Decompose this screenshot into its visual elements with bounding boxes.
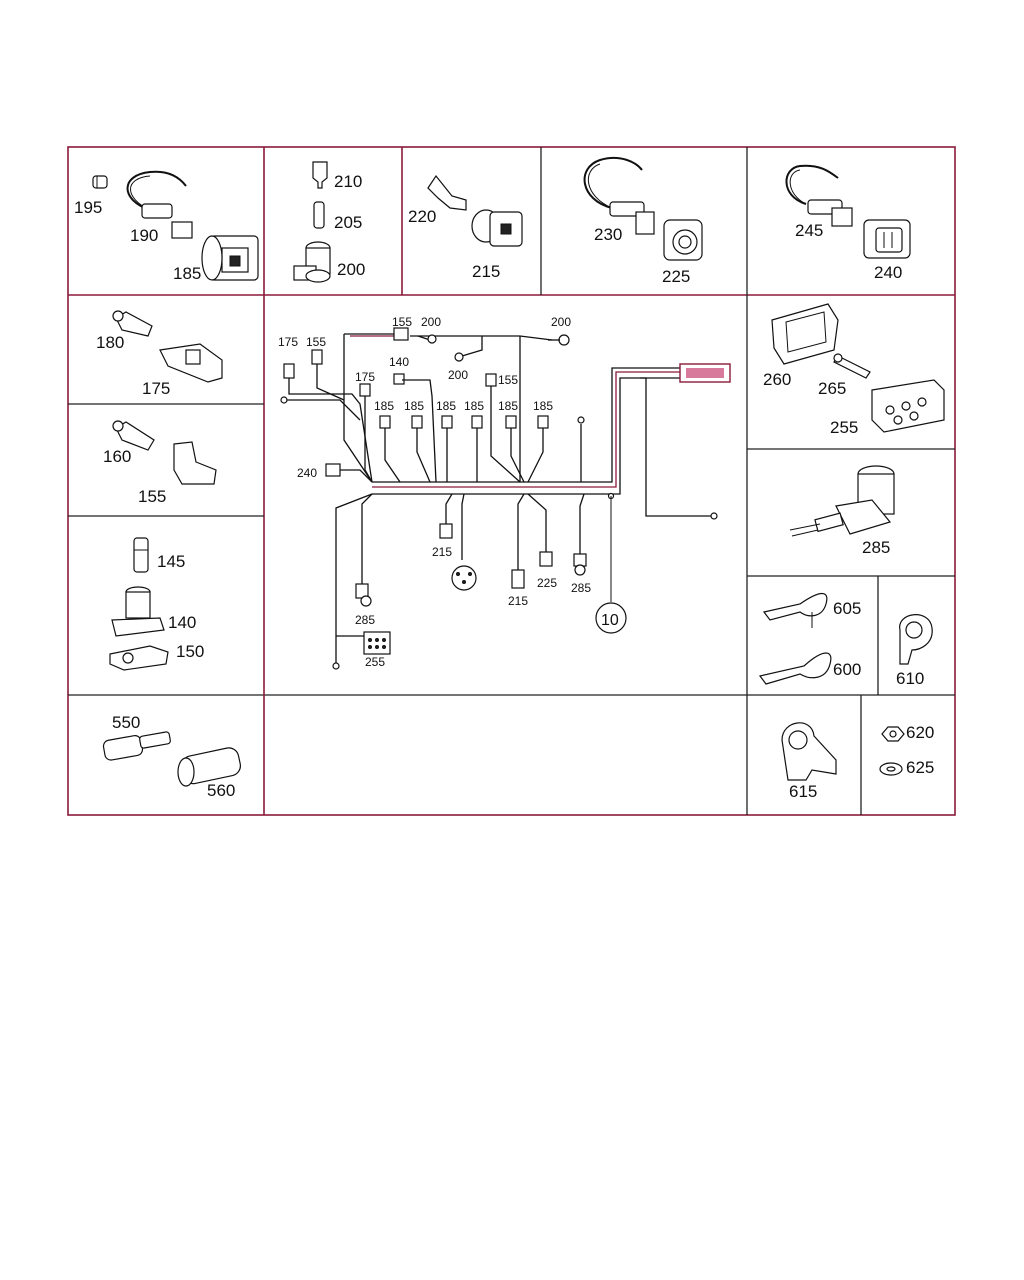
part-230-icon (583, 156, 655, 235)
part-625-icon (879, 762, 903, 776)
harness-label-185-1: 185 (374, 399, 394, 413)
label-195: 195 (74, 198, 102, 217)
diagram-frame (67, 146, 956, 816)
harness-label-215-a: 215 (432, 545, 452, 559)
harness-label-200-mid: 200 (448, 368, 468, 382)
part-245-icon (785, 164, 853, 227)
part-600-icon (758, 652, 832, 685)
harness-label-185-4: 185 (464, 399, 484, 413)
harness-label-185-5: 185 (498, 399, 518, 413)
label-255: 255 (830, 418, 858, 437)
part-225-icon (663, 219, 703, 261)
part-155-icon (173, 441, 217, 485)
part-220-icon (427, 174, 467, 211)
label-140: 140 (168, 613, 196, 632)
label-220: 220 (408, 207, 436, 226)
label-550: 550 (112, 713, 140, 732)
part-620-icon (881, 726, 905, 742)
label-245: 245 (795, 221, 823, 240)
harness-labels: 175 155 155 200 200 200 140 175 155 185 … (278, 315, 619, 669)
part-145-icon (133, 537, 149, 573)
label-175: 175 (142, 379, 170, 398)
harness-label-175-mid: 175 (355, 370, 375, 384)
harness-label-200-right: 200 (551, 315, 571, 329)
label-160: 160 (103, 447, 131, 466)
label-265: 265 (818, 379, 846, 398)
harness-label-175: 175 (278, 335, 298, 349)
harness-label-185-2: 185 (404, 399, 424, 413)
label-155: 155 (138, 487, 166, 506)
label-605: 605 (833, 599, 861, 618)
harness-label-185-6: 185 (533, 399, 553, 413)
part-210-icon (312, 161, 328, 189)
part-265-icon (833, 353, 871, 379)
label-600: 600 (833, 660, 861, 679)
wiring-harness (280, 327, 731, 670)
part-190-icon (126, 170, 193, 239)
label-190: 190 (130, 226, 158, 245)
harness-label-140: 140 (389, 355, 409, 369)
part-180-icon (112, 310, 153, 337)
label-185: 185 (173, 264, 201, 283)
label-230: 230 (594, 225, 622, 244)
label-285: 285 (862, 538, 890, 557)
part-200-icon (293, 241, 331, 283)
part-615-icon (781, 722, 837, 781)
part-560-icon (177, 747, 241, 787)
part-255-icon (871, 379, 945, 433)
label-180: 180 (96, 333, 124, 352)
harness-label-285-left: 285 (355, 613, 375, 627)
label-620: 620 (906, 723, 934, 742)
part-215-icon (471, 209, 523, 247)
label-145: 145 (157, 552, 185, 571)
label-615: 615 (789, 782, 817, 801)
label-260: 260 (763, 370, 791, 389)
part-610-icon (899, 614, 933, 665)
harness-label-200-top: 200 (421, 315, 441, 329)
label-150: 150 (176, 642, 204, 661)
harness-label-155: 155 (306, 335, 326, 349)
harness-label-155-top: 155 (392, 315, 412, 329)
label-200: 200 (337, 260, 365, 279)
part-160-icon (112, 420, 155, 451)
part-175-icon (159, 343, 223, 383)
part-550-icon (102, 731, 171, 761)
harness-label-285-right: 285 (571, 581, 591, 595)
part-260-icon (771, 303, 839, 365)
label-625: 625 (906, 758, 934, 777)
harness-label-185-3: 185 (436, 399, 456, 413)
label-610: 610 (896, 669, 924, 688)
part-285-icon (789, 465, 895, 537)
part-185-icon (201, 235, 259, 281)
label-215: 215 (472, 262, 500, 281)
harness-label-240: 240 (297, 466, 317, 480)
part-195-icon (92, 175, 108, 189)
part-150-icon (109, 645, 169, 671)
harness-label-225: 225 (537, 576, 557, 590)
part-140-icon (111, 586, 165, 637)
harness-label-255: 255 (365, 655, 385, 669)
label-560: 560 (207, 781, 235, 800)
label-205: 205 (334, 213, 362, 232)
harness-label-215-b: 215 (508, 594, 528, 608)
label-240: 240 (874, 263, 902, 282)
part-240-icon (863, 219, 911, 259)
label-210: 210 (334, 172, 362, 191)
callout-10-label: 10 (601, 612, 619, 629)
part-205-icon (313, 201, 325, 229)
label-225: 225 (662, 267, 690, 286)
part-605-icon (762, 592, 828, 628)
harness-label-155-right: 155 (498, 373, 518, 387)
